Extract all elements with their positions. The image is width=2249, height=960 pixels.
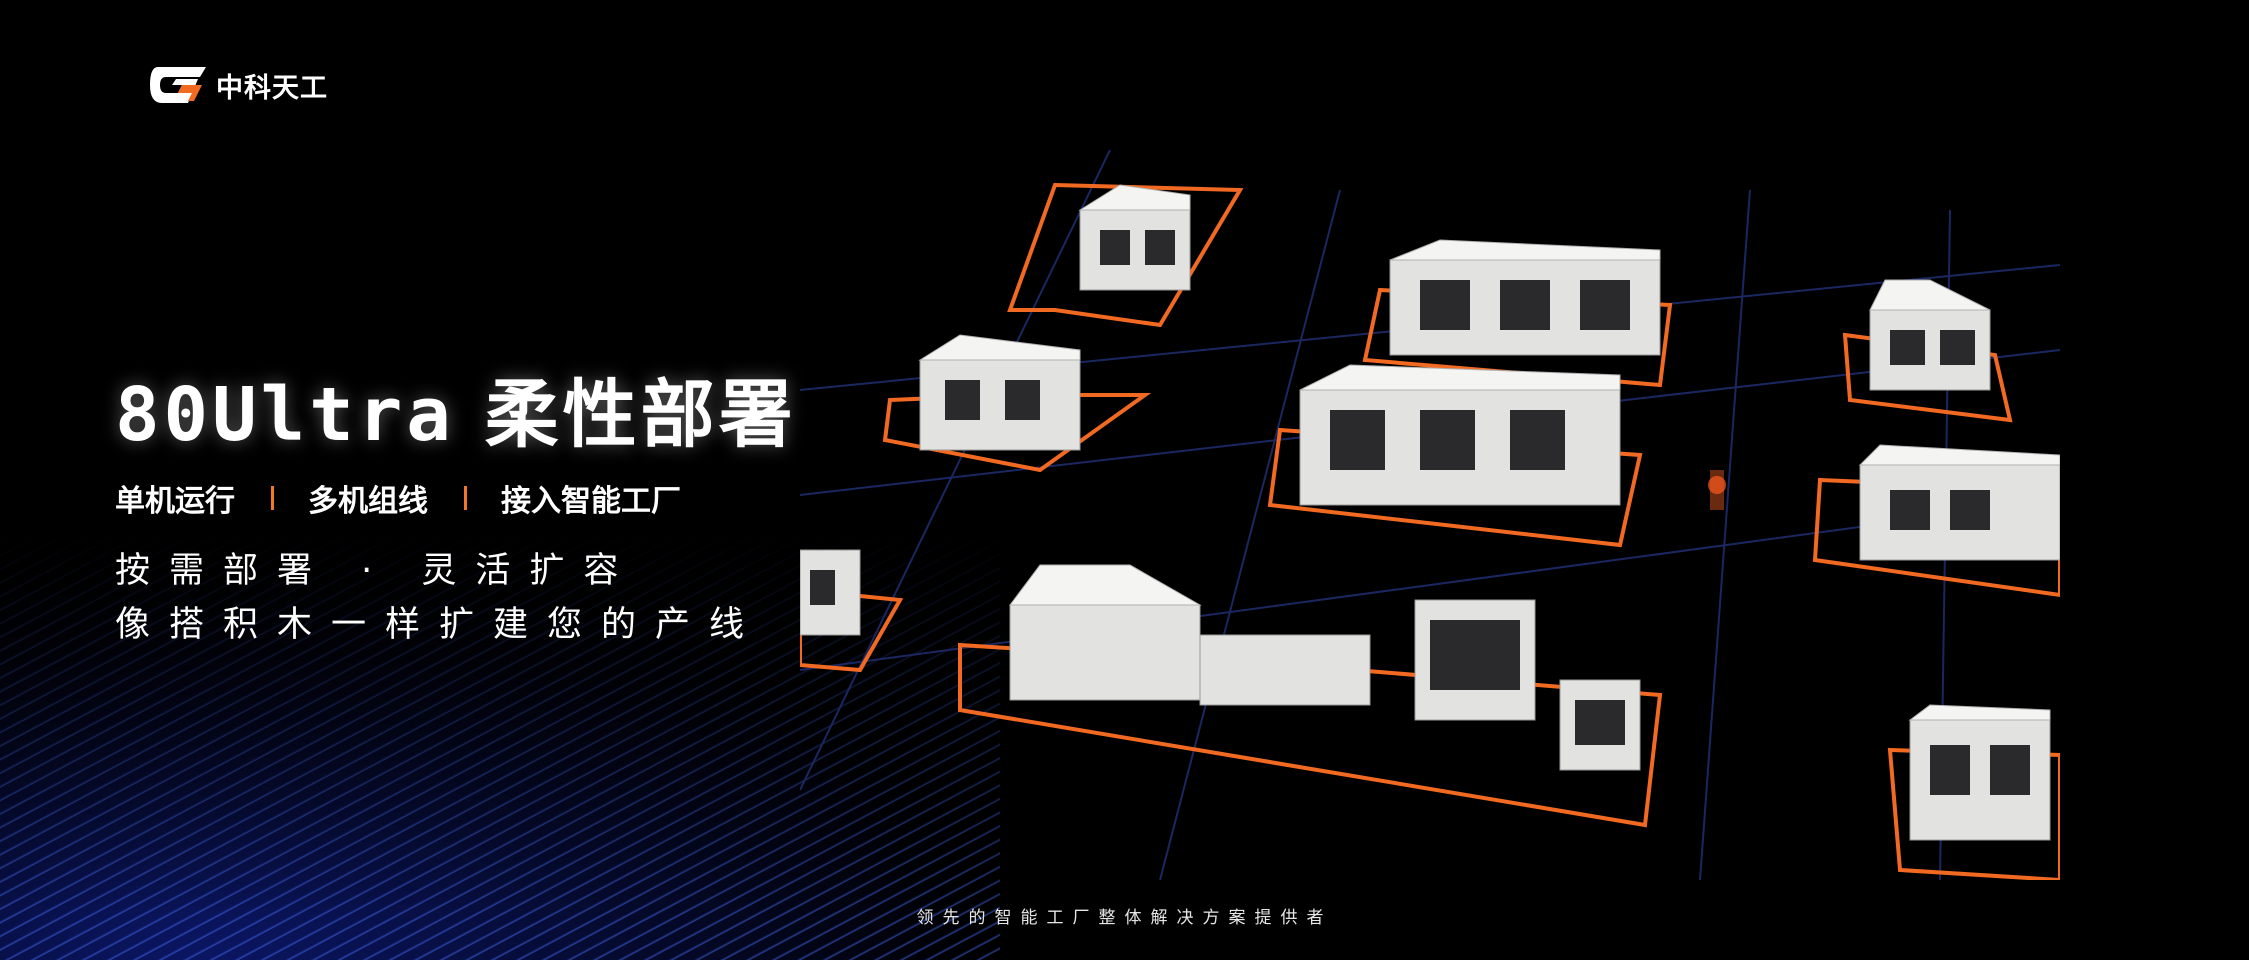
machine-single-right-middle (1812, 444, 2060, 598)
machine-line-top-center (1362, 239, 1673, 388)
factory-layout-scene (800, 150, 2060, 880)
headline: 80Ultra 柔性部署 (115, 355, 797, 462)
mode-separator (271, 486, 274, 510)
headline-model: 80Ultra (115, 372, 455, 458)
slogan-line-2: 像搭积木一样扩建您的产线 (115, 605, 764, 645)
machine-single-mid-left (882, 334, 1152, 473)
machine-line-center (1267, 364, 1643, 548)
machine-line-bottom-long (958, 564, 1663, 828)
stylized-g-logo-icon (150, 67, 206, 103)
slogan-line-1: 按需部署 · 灵活扩容 (115, 551, 638, 591)
deployment-modes: 单机运行 多机组线 接入智能工厂 (115, 476, 681, 520)
machine-single-top-left (1007, 182, 1244, 328)
machine-single-right-bottom (1887, 704, 2060, 880)
mode-standalone: 单机运行 (115, 484, 235, 519)
mode-separator (464, 486, 467, 510)
mode-multi-machine: 多机组线 (308, 484, 428, 519)
footer-tagline: 领先的智能工厂整体解决方案提供者 (916, 908, 1333, 928)
machine-single-right-top (1842, 279, 2013, 423)
mode-smart-factory: 接入智能工厂 (501, 484, 681, 519)
machine-partial-left-edge (800, 549, 904, 673)
brand-name: 中科天工 (216, 72, 328, 104)
headline-title: 柔性部署 (484, 372, 797, 458)
glowing-robot-marker (1708, 470, 1726, 510)
brand-logo: 中科天工 (148, 63, 328, 107)
